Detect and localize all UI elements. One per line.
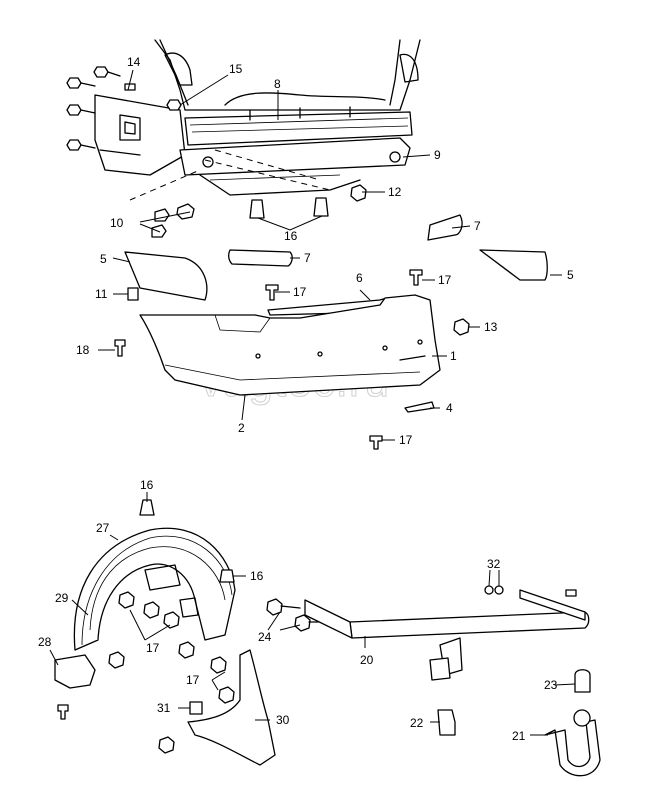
- callout-6: 6: [356, 271, 363, 285]
- clips-16-upper: [249, 197, 329, 219]
- callout-20: 20: [360, 653, 374, 667]
- callout-18: 18: [76, 343, 90, 357]
- tow-ball: [573, 709, 591, 727]
- wheel-liner: [73, 527, 236, 651]
- callout-9: 9: [434, 148, 441, 162]
- callout-14: 14: [127, 55, 141, 69]
- cover-7-center: [228, 249, 293, 267]
- cap-23: [574, 669, 591, 693]
- callout-21: 21: [512, 729, 526, 743]
- screw-mud-flap: [158, 736, 175, 754]
- cover-7-right: [427, 214, 463, 241]
- callout-12: 12: [388, 185, 402, 199]
- callout-2: 2: [238, 421, 245, 435]
- screw-bottom-left: [57, 704, 69, 720]
- callout-5-right: 5: [567, 268, 574, 282]
- clip-16-top: [139, 499, 155, 516]
- callout-32: 32: [487, 557, 501, 571]
- tow-bar: [304, 589, 590, 681]
- screws-top-left: [66, 66, 182, 151]
- callout-17-c: 17: [399, 433, 413, 447]
- reflector-left: [124, 251, 208, 301]
- callout-17-a: 17: [438, 273, 452, 287]
- screw-13: [453, 318, 470, 336]
- callout-29: 29: [55, 591, 69, 605]
- washers-32: [484, 585, 504, 595]
- callout-17-b: 17: [293, 285, 307, 299]
- rear-body-structure: [154, 39, 421, 146]
- callout-15: 15: [229, 62, 243, 76]
- reflector-right: [479, 249, 548, 281]
- callout-24: 24: [258, 630, 272, 644]
- callout-23: 23: [544, 678, 558, 692]
- mud-flap: [187, 649, 276, 766]
- socket-22: [437, 709, 456, 736]
- liner-screws: [108, 591, 227, 674]
- clip-31: [189, 701, 203, 715]
- callout-31: 31: [157, 701, 171, 715]
- callout-16-right: 16: [250, 569, 264, 583]
- callout-7-right: 7: [474, 219, 481, 233]
- screw-17-flap: [218, 686, 235, 704]
- callout-30: 30: [276, 713, 290, 727]
- callout-10: 10: [110, 216, 124, 230]
- callout-4: 4: [446, 401, 453, 415]
- clip-16-right: [219, 569, 235, 583]
- callout-1: 1: [450, 349, 457, 363]
- bracket-28: [54, 654, 96, 689]
- tow-hook: [544, 719, 601, 777]
- callout-16-top: 16: [140, 478, 154, 492]
- nut-12: [350, 184, 367, 202]
- trim-4: [404, 401, 435, 413]
- clip-11: [127, 287, 139, 301]
- callout-5-left: 5: [100, 252, 107, 266]
- impact-bar: [179, 137, 411, 196]
- callout-17-d: 17: [146, 641, 160, 655]
- callout-27: 27: [96, 521, 110, 535]
- callout-13: 13: [484, 320, 498, 334]
- callout-17-e: 17: [186, 673, 200, 687]
- bolt-right: [565, 589, 577, 597]
- callouts: 14 15 8 9 12 10 16 7 5 7 5 6 17 11 17 13…: [38, 55, 574, 743]
- leader-lines: [49, 69, 576, 736]
- bumper-cover: [139, 294, 441, 396]
- callout-16-upper: 16: [284, 229, 298, 243]
- side-bracket-left: [94, 94, 186, 176]
- callout-7-center: 7: [304, 251, 311, 265]
- screws-10: [151, 203, 195, 238]
- callout-11: 11: [95, 287, 108, 301]
- callout-28: 28: [38, 635, 52, 649]
- callout-22: 22: [410, 716, 424, 730]
- callout-8: 8: [274, 77, 281, 91]
- bolts-17-middle: [265, 269, 423, 450]
- screw-18: [114, 339, 126, 357]
